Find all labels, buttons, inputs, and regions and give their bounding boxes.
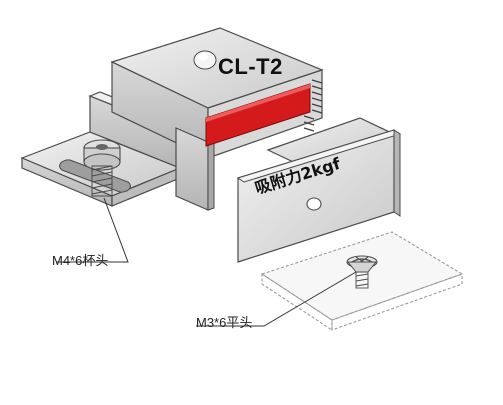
glass-pane	[260, 231, 464, 332]
model-label: CL-T2	[218, 54, 283, 79]
flat-screw-icon	[346, 255, 378, 289]
magnet-housing	[110, 27, 324, 211]
callout-screw-b: M3*6平头	[196, 315, 253, 330]
leader-lines	[56, 197, 357, 327]
screw-icon	[83, 139, 121, 197]
spring-icon	[303, 79, 323, 132]
callout-screw-a: M4*6杯头	[52, 253, 109, 268]
